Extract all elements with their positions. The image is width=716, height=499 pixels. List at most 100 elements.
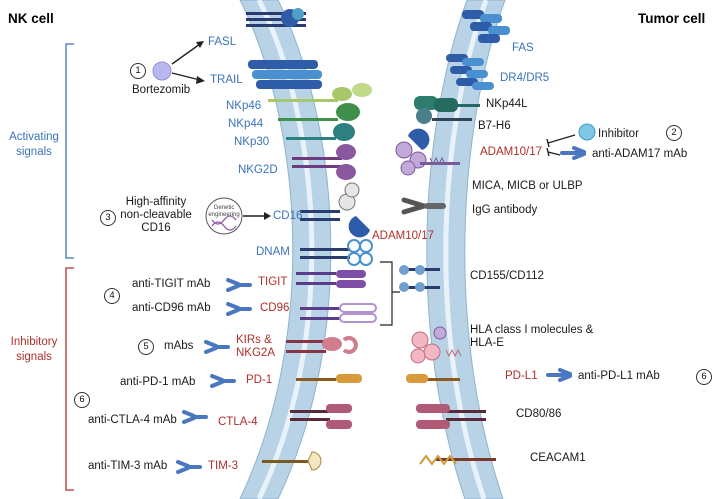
mica-molecule — [395, 141, 460, 176]
pdl1-molecule — [406, 374, 460, 383]
fas-label: FAS — [512, 42, 534, 54]
inhibitor-icon — [578, 123, 596, 141]
inhibitor-label: Inhibitor — [598, 128, 639, 140]
anti-adam17-label: anti-ADAM17 mAb — [592, 148, 688, 160]
anti-ctla4-label: anti-CTLA-4 mAb — [88, 414, 177, 426]
number-6-right: 6 — [696, 369, 712, 385]
pd1-molecule — [296, 374, 362, 383]
number-3: 3 — [100, 210, 116, 226]
dr4-dr5-label: DR4/DR5 — [500, 72, 550, 84]
cd155-cd112-molecule — [399, 265, 440, 292]
ceacam1-molecule — [419, 454, 496, 466]
mica-micb-ulbp-label: MICA, MICB or ULBP — [472, 180, 583, 192]
number-6-left: 6 — [74, 392, 90, 408]
number-2: 2 — [666, 125, 682, 141]
kirs-molecule — [286, 336, 358, 354]
nk-membrane-midline — [256, 0, 315, 499]
arrow-to-fasl — [171, 43, 201, 65]
tumor-cell-membrane — [426, 0, 506, 499]
tigit-molecule — [296, 270, 366, 288]
activating-signals-label: Activating signals — [9, 131, 59, 158]
trail-molecule — [248, 60, 322, 89]
adam1017-tumor-label: ADAM10/17 — [480, 146, 543, 158]
cd16-engineering-label: High-affinity non-cleavable CD16 — [120, 196, 192, 234]
igg-molecule — [401, 197, 446, 215]
tigit-label: TIGIT — [258, 276, 288, 288]
anti-ctla4-antibody — [182, 410, 208, 424]
nkp44l-molecule — [414, 96, 480, 112]
fasl-label: FASL — [208, 36, 237, 48]
inhibition-line-inhibitor — [546, 134, 576, 148]
nkp30-label: NKp30 — [234, 136, 270, 148]
cd155-bracket — [380, 261, 400, 326]
anti-cd96-antibody — [226, 302, 252, 316]
hla-molecule — [410, 326, 462, 364]
hla-label: HLA class I molecules & HLA-E — [470, 324, 594, 349]
tim3-molecule — [262, 451, 322, 471]
nkp30-molecule — [286, 123, 355, 141]
tumor-membrane-midline — [443, 0, 489, 499]
bortezomib-label: Bortezomib — [132, 84, 191, 96]
anti-pd1-label: anti-PD-1 mAb — [120, 376, 196, 388]
cd8086-label: CD80/86 — [516, 408, 562, 420]
dnam-label: DNAM — [256, 246, 290, 258]
arrow-head-fasl — [196, 41, 204, 48]
activating-bracket — [65, 43, 74, 259]
fas-molecule — [462, 10, 510, 43]
cd16-label: CD16 — [273, 210, 303, 222]
cd96-molecule — [300, 303, 377, 323]
adam1017-nk-molecule — [348, 216, 370, 238]
nkp46-label: NKp46 — [226, 100, 262, 112]
genetic-engineering-icon — [205, 197, 243, 235]
nkg2d-molecule — [292, 144, 356, 180]
nkp44-label: NKp44 — [228, 118, 264, 130]
number-1: 1 — [130, 63, 146, 79]
b7h6-label: B7-H6 — [478, 120, 511, 132]
anti-tigit-antibody — [226, 278, 252, 292]
fasl-molecule — [246, 8, 306, 27]
anti-tim3-label: anti-TIM-3 mAb — [88, 460, 168, 472]
arrow-head-cd16 — [264, 212, 271, 220]
mabs-label: mAbs — [164, 340, 194, 352]
anti-cd96-label: anti-CD96 mAb — [132, 302, 211, 314]
adam1017-tumor-molecule — [408, 128, 430, 150]
trail-label: TRAIL — [210, 74, 243, 86]
anti-pdl1-antibody — [546, 368, 572, 382]
inhibitory-signals-label: Inhibitory signals — [10, 336, 58, 363]
inhibition-line-antibody — [546, 147, 561, 157]
b7h6-molecule — [416, 108, 472, 124]
arrow-head-trail — [196, 76, 205, 84]
dnam-molecule — [300, 239, 373, 266]
ctla4-molecule — [290, 404, 352, 429]
cd96-label: CD96 — [260, 302, 290, 314]
ceacam1-label: CEACAM1 — [530, 452, 586, 464]
nkp44l-label: NKp44L — [486, 98, 528, 110]
pd1-label: PD-1 — [246, 374, 273, 386]
cd8086-molecule — [416, 404, 486, 429]
inhibitory-bracket — [65, 267, 74, 491]
anti-tigit-label: anti-TIGIT mAb — [132, 278, 211, 290]
cd155-cd112-label: CD155/CD112 — [470, 270, 544, 282]
anti-adam17-antibody — [560, 146, 586, 160]
adam1017-nk-label: ADAM10/17 — [372, 230, 435, 242]
mabs-antibody — [204, 340, 230, 354]
cd16-molecule — [300, 182, 360, 221]
ctla4-label: CTLA-4 — [218, 416, 258, 428]
genetic-engineering-label: Genetic engineering — [208, 205, 240, 218]
anti-tim3-antibody — [176, 460, 202, 474]
nk-cell-membrane — [239, 0, 332, 499]
dna-icon — [211, 215, 237, 231]
kirs-nkg2a-label: KIRs & NKG2A — [236, 334, 275, 359]
pdl1-label: PD-L1 — [505, 370, 538, 382]
tumor-cell-title: Tumor cell — [638, 11, 706, 26]
anti-pdl1-label: anti-PD-L1 mAb — [578, 370, 660, 382]
igg-antibody-label: IgG antibody — [472, 204, 538, 216]
arrow-to-trail — [171, 72, 201, 81]
number-5: 5 — [138, 339, 154, 355]
bortezomib-icon — [152, 61, 172, 81]
nkg2d-label: NKG2D — [238, 164, 278, 176]
nkp44-molecule — [278, 103, 360, 121]
nk-cell-title: NK cell — [8, 11, 54, 26]
